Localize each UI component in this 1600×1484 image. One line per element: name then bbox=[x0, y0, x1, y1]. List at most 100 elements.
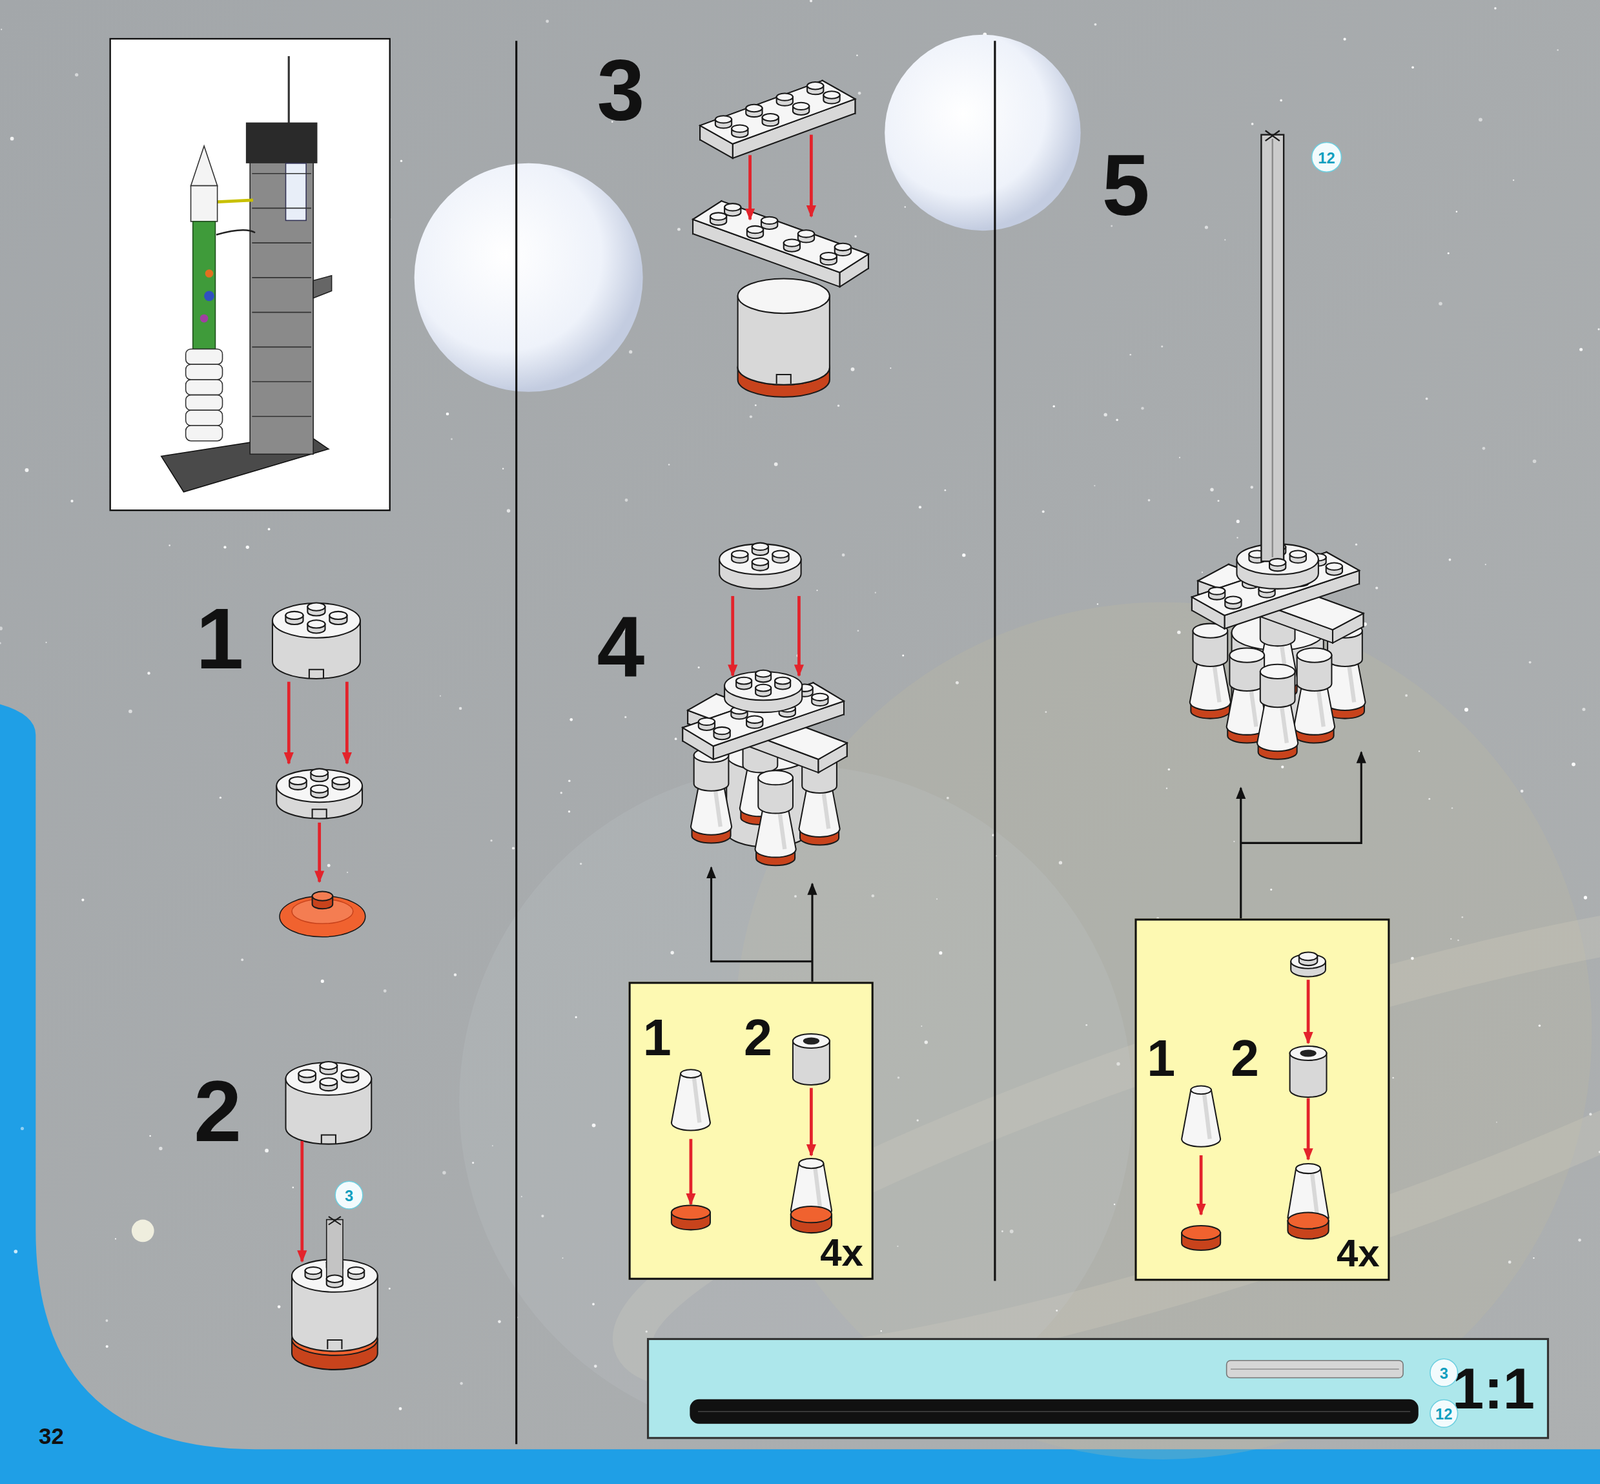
star bbox=[1279, 99, 1283, 103]
illustration-shape bbox=[205, 269, 214, 278]
step-divider bbox=[993, 40, 996, 1281]
star bbox=[521, 1195, 523, 1198]
star bbox=[1343, 38, 1347, 41]
star bbox=[1201, 571, 1203, 573]
star bbox=[492, 1144, 494, 1147]
placement-arrow bbox=[689, 1138, 693, 1205]
illustration-shape bbox=[251, 311, 312, 314]
illustration-shape bbox=[285, 611, 303, 620]
illustration-shape bbox=[1290, 550, 1307, 558]
illustration-shape bbox=[803, 1036, 820, 1045]
star bbox=[1009, 1229, 1014, 1234]
star bbox=[512, 846, 515, 850]
illustration-shape bbox=[1204, 1093, 1211, 1139]
star bbox=[246, 545, 250, 549]
star bbox=[1425, 397, 1429, 400]
callout-number: 3 bbox=[1439, 1364, 1449, 1381]
illustration-shape bbox=[1213, 662, 1220, 703]
illustration-shape bbox=[715, 115, 732, 123]
step-divider bbox=[515, 40, 518, 1444]
illustration-shape bbox=[762, 113, 779, 121]
illustration-shape bbox=[682, 682, 844, 746]
illustration-shape bbox=[1190, 1086, 1212, 1095]
star bbox=[1496, 1121, 1498, 1123]
star bbox=[889, 367, 892, 369]
illustration-shape bbox=[307, 619, 325, 628]
star bbox=[383, 989, 387, 993]
illustration-shape bbox=[820, 252, 837, 260]
subassembly-box: 124x bbox=[1134, 918, 1390, 1281]
star bbox=[1168, 768, 1171, 771]
star bbox=[1583, 895, 1588, 899]
star bbox=[1578, 1238, 1582, 1242]
illustration-shape bbox=[814, 1166, 821, 1211]
star bbox=[1418, 750, 1420, 752]
illustration-shape bbox=[326, 1275, 343, 1283]
illustration-shape bbox=[772, 550, 789, 558]
illustration-shape bbox=[313, 275, 332, 299]
placement-arrow bbox=[809, 134, 813, 217]
star bbox=[399, 1406, 403, 1411]
star bbox=[545, 20, 549, 24]
star bbox=[1055, 1309, 1058, 1312]
illustration-shape bbox=[251, 346, 312, 349]
star bbox=[1405, 694, 1408, 697]
illustration-shape bbox=[1181, 1225, 1221, 1240]
illustration-shape bbox=[332, 776, 350, 785]
illustration-shape bbox=[298, 1069, 316, 1078]
illustration-shape bbox=[736, 677, 752, 685]
illustration-shape bbox=[752, 557, 769, 565]
star bbox=[1113, 1203, 1116, 1205]
substep-number: 1 bbox=[1146, 1032, 1176, 1084]
illustration-shape bbox=[1260, 664, 1296, 679]
illustration-shape bbox=[776, 92, 793, 101]
placement-arrow bbox=[345, 681, 349, 764]
illustration-shape bbox=[328, 1216, 341, 1225]
star bbox=[1411, 65, 1415, 69]
star bbox=[670, 951, 674, 955]
star bbox=[267, 528, 271, 531]
star bbox=[74, 72, 79, 77]
star bbox=[471, 1161, 474, 1164]
star bbox=[857, 629, 860, 632]
illustration-shape bbox=[310, 785, 329, 793]
illustration-shape bbox=[1230, 1368, 1400, 1370]
star bbox=[837, 404, 840, 407]
star bbox=[1236, 519, 1240, 524]
star bbox=[24, 468, 29, 472]
illustration-shape bbox=[755, 670, 771, 678]
illustration-shape bbox=[1250, 687, 1257, 728]
star bbox=[1042, 510, 1045, 513]
star bbox=[841, 553, 846, 557]
star bbox=[625, 498, 629, 502]
callout-number: 12 bbox=[1317, 149, 1335, 166]
illustration-shape bbox=[680, 1069, 702, 1078]
illustration-shape bbox=[251, 276, 312, 279]
star bbox=[1160, 345, 1163, 348]
star bbox=[1204, 225, 1209, 229]
illustration-shape bbox=[1281, 703, 1287, 744]
star bbox=[1464, 707, 1469, 712]
illustration-shape bbox=[823, 91, 840, 99]
star bbox=[856, 54, 858, 57]
star bbox=[809, 0, 813, 3]
star bbox=[1210, 488, 1214, 492]
illustration-shape bbox=[251, 415, 312, 418]
placement-arrow bbox=[797, 595, 801, 676]
illustration-shape bbox=[1287, 1212, 1329, 1229]
illustration-shape bbox=[747, 225, 764, 234]
illustration-shape bbox=[755, 684, 771, 692]
illustration-shape bbox=[327, 1339, 342, 1349]
illustration-shape bbox=[698, 717, 715, 726]
illustration-shape bbox=[1181, 1089, 1221, 1147]
subassembly-drawing bbox=[648, 1339, 1551, 1441]
placement-arrow bbox=[748, 154, 752, 220]
illustration-shape bbox=[312, 891, 334, 901]
star bbox=[453, 973, 457, 976]
illustration-shape bbox=[1191, 552, 1360, 616]
step-2-parts bbox=[286, 1061, 378, 1370]
star bbox=[674, 737, 678, 740]
star bbox=[918, 505, 922, 509]
star bbox=[816, 589, 819, 591]
illustration-shape bbox=[216, 229, 256, 235]
